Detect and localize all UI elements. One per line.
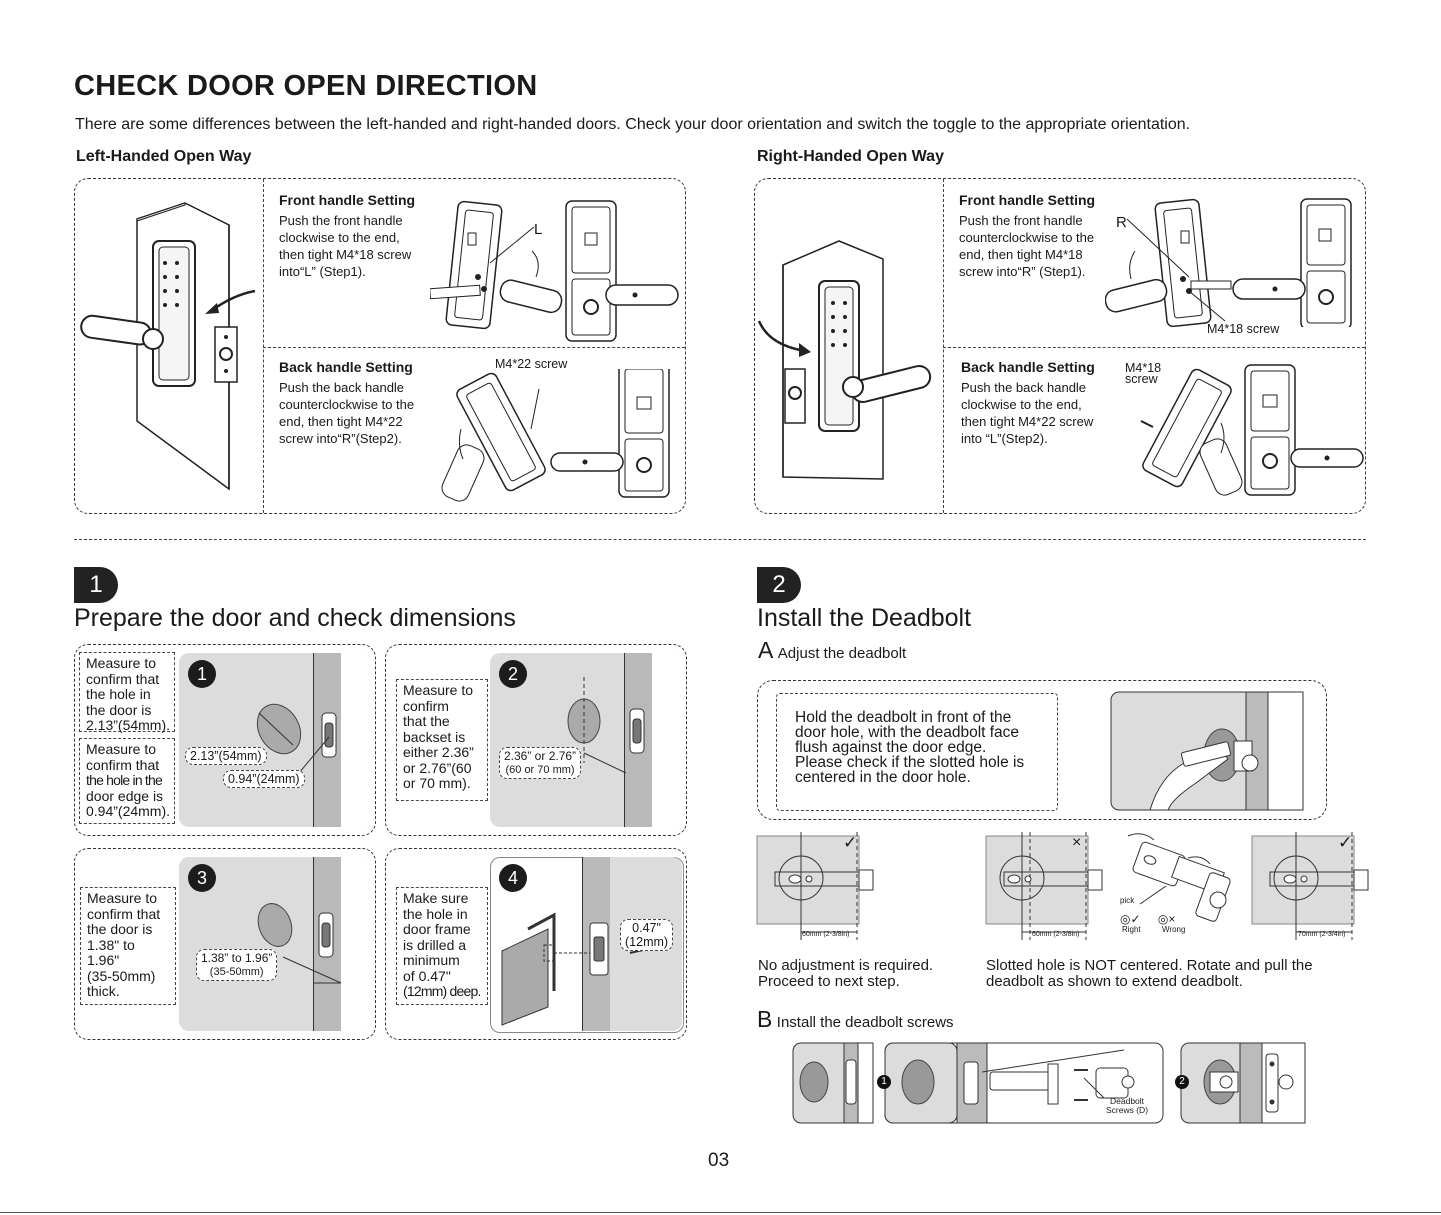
left-front-text: Front handle Setting Push the front hand…	[279, 192, 439, 280]
right-way-heading: Right-Handed Open Way	[757, 148, 944, 165]
left-front-lock-illustration	[430, 200, 679, 342]
right-door-illustration	[757, 240, 932, 480]
right-front-lock-illustration	[1105, 198, 1352, 327]
dim-edge-hole: 0.94”(24mm)	[223, 770, 305, 788]
deadbolt-check-right-2	[1251, 832, 1369, 940]
dim-frame-depth: 0.47"(12mm)	[620, 919, 674, 951]
step1-d-number: 4	[499, 864, 527, 892]
right-slot-icon: ◎✓	[1120, 912, 1141, 926]
right-wrong-icons: ◎✓ ◎×	[1120, 912, 1175, 926]
right-front-screw-label: M4*18 screw	[1207, 322, 1280, 336]
left-back-lock-illustration	[441, 369, 670, 502]
wrong-label: Wrong	[1162, 925, 1186, 934]
step2-title: Install the Deadbolt	[757, 604, 972, 632]
left-front-title: Front handle Setting	[279, 192, 416, 208]
step1-badge: 1	[74, 567, 118, 603]
check-mark-1: ✓	[843, 833, 858, 852]
left-way-panel: Front handle Setting Push the front hand…	[74, 178, 686, 514]
right-back-text: Back handle Setting Push the back handle…	[961, 359, 1121, 447]
mm60-label-2: 60mm (2-3/8in)	[1032, 931, 1080, 938]
step1-backset-drawing	[567, 677, 645, 774]
step1-hole-drawing	[256, 703, 337, 774]
deadbolt-hand-illustration	[1110, 691, 1304, 811]
mm70-label: 70mm (2-3/4in)	[1298, 931, 1346, 938]
left-front-L-label: L	[534, 221, 543, 238]
dim-hole-diameter: 2.13”(54mm)	[185, 747, 267, 765]
deadbolt-check-right-1	[756, 832, 874, 940]
screws-step-b-illustration	[884, 1042, 1164, 1124]
right-front-text: Front handle Setting Push the front hand…	[959, 192, 1119, 280]
right-label: Right	[1122, 925, 1141, 934]
caption-no-adjust: No adjustment is required.Proceed to nex…	[758, 957, 934, 990]
step2-badge: 2	[757, 567, 801, 603]
mm60-label-1: 60mm (2-3/8in)	[802, 931, 850, 938]
deadbolt-check-wrong	[985, 832, 1103, 940]
intro-text: There are some differences between the l…	[75, 116, 1191, 133]
caption-not-centered: Slotted hole is NOT centered. Rotate and…	[986, 957, 1313, 990]
step1-a-number: 1	[188, 660, 216, 688]
page-number: 03	[708, 1150, 730, 1171]
deadbolt-rotate-illustration	[1127, 833, 1231, 922]
check-mark-2: ✓	[1338, 833, 1353, 852]
right-front-R-label: R	[1116, 214, 1127, 231]
pick-label: pick	[1120, 896, 1135, 905]
dim-backset: 2.36” or 2.76”(60 or 70 mm)	[499, 747, 582, 779]
step1-c-number: 3	[188, 864, 216, 892]
step1-frame-drawing	[501, 912, 660, 1026]
left-door-illustration	[80, 202, 256, 491]
b-step-num-2: 2	[1175, 1075, 1189, 1089]
page-title: CHECK DOOR OPEN DIRECTION	[74, 70, 538, 102]
cross-mark: ×	[1072, 834, 1082, 851]
step2-b-heading: B Install the deadbolt screws	[757, 1006, 954, 1032]
left-back-screw-label: M4*22 screw	[495, 357, 568, 371]
step1-thickness-drawing	[257, 903, 342, 984]
right-back-screw-label: M4*18 screw	[1125, 361, 1162, 386]
b-step-num-1: 1	[877, 1075, 891, 1089]
right-back-lock-illustration	[1140, 364, 1364, 496]
right-back-title: Back handle Setting	[961, 359, 1095, 375]
left-way-heading: Left-Handed Open Way	[76, 148, 252, 165]
bottom-rule	[0, 1212, 1441, 1213]
right-way-panel: Front handle Setting Push the front hand…	[754, 178, 1366, 514]
step1-title: Prepare the door and check dimensions	[74, 604, 516, 632]
dim-thickness: 1.38” to 1.96”(35-50mm)	[196, 949, 278, 981]
wrong-slot-icon: ◎×	[1157, 912, 1176, 926]
section-divider	[74, 539, 1366, 540]
left-back-title: Back handle Setting	[279, 359, 413, 375]
step1-b-number: 2	[499, 660, 527, 688]
step2-a-heading: A Adjust the deadbolt	[758, 637, 907, 663]
right-front-title: Front handle Setting	[959, 192, 1096, 208]
left-back-text: Back handle Setting Push the back handle…	[279, 359, 439, 447]
screws-step-c-illustration	[1180, 1042, 1306, 1124]
screws-step-a-illustration	[792, 1042, 874, 1124]
